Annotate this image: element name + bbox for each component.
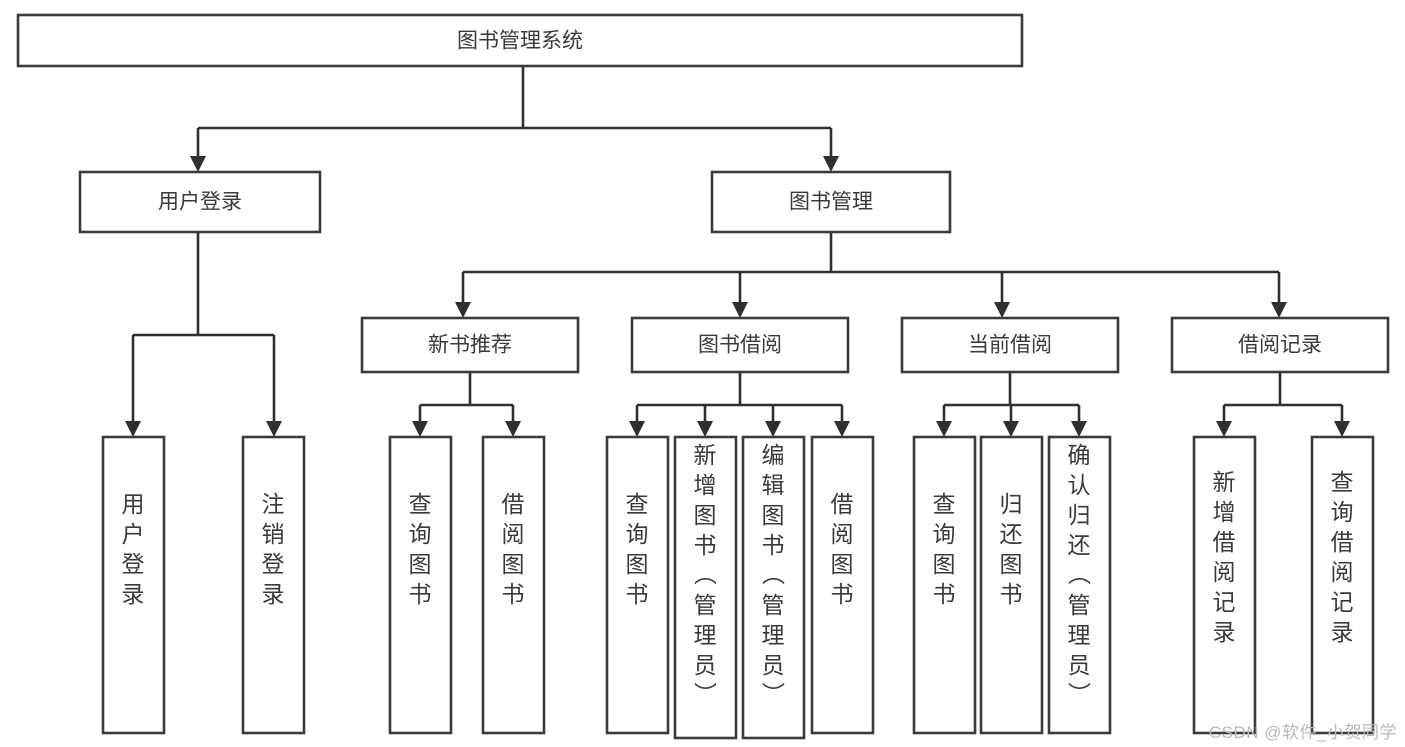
node-book-borrow-label: 图书借阅: [698, 334, 782, 357]
node-leaf-return-book-box[interactable]: [979, 435, 1044, 735]
node-leaf-query-book-3[interactable]: 查询图书: [912, 435, 977, 735]
node-book-borrow[interactable]: 图书借阅: [630, 316, 850, 374]
arrow-book-borrow-leaf-1: [629, 421, 645, 437]
node-leaf-query-borrow-record[interactable]: 查询借阅记录: [1310, 435, 1375, 735]
node-root-label: 图书管理系统: [457, 30, 583, 53]
node-leaf-add-book-admin[interactable]: 新增图书（管理员）: [673, 435, 738, 740]
arrow-user-login-leaf-2: [266, 421, 282, 437]
connector-layer: [125, 66, 1350, 437]
node-leaf-query-book-3-box[interactable]: [912, 435, 977, 735]
node-leaf-user-login-box[interactable]: [101, 435, 166, 735]
watermark: CSDN @软件_小贺同学: [1208, 723, 1397, 742]
arrow-bm-to-current-borrow: [994, 302, 1010, 318]
arrow-new-book-leaf-1: [412, 421, 428, 437]
node-leaf-borrow-book-1-label: 借阅图书: [502, 491, 525, 607]
arrow-book-borrow-leaf-2: [697, 421, 713, 437]
node-leaf-borrow-book-2-label: 借阅图书: [831, 491, 854, 607]
arrow-current-borrow-leaf-2: [1003, 421, 1019, 437]
node-leaf-user-login[interactable]: 用户登录: [101, 435, 166, 735]
node-leaf-logout-login[interactable]: 注销登录: [241, 435, 306, 735]
node-leaf-borrow-book-2[interactable]: 借阅图书: [810, 435, 875, 735]
arrow-borrow-record-leaf-1: [1216, 421, 1232, 437]
node-leaf-query-book-2-box[interactable]: [605, 435, 670, 735]
node-leaf-add-borrow-record-label: 新增借阅记录: [1213, 469, 1236, 645]
node-leaf-query-book-2-label: 查询图书: [626, 491, 649, 607]
node-book-management[interactable]: 图书管理: [710, 170, 952, 234]
node-book-management-label: 图书管理: [789, 191, 873, 214]
node-leaf-edit-book-admin-label: 编辑图书（管理员）: [762, 442, 786, 708]
node-leaf-query-borrow-record-label: 查询借阅记录: [1331, 469, 1354, 645]
node-leaf-add-borrow-record-box[interactable]: [1192, 435, 1257, 735]
node-root[interactable]: 图书管理系统: [16, 13, 1024, 68]
node-leaf-confirm-return-admin-label: 确认归还（管理员）: [1068, 442, 1092, 708]
arrow-book-borrow-leaf-3: [765, 421, 781, 437]
arrow-root-to-user-login: [190, 156, 206, 172]
node-borrow-record-label: 借阅记录: [1238, 334, 1322, 357]
node-leaf-query-borrow-record-box[interactable]: [1310, 435, 1375, 735]
node-leaf-query-book-1-label: 查询图书: [409, 491, 432, 607]
node-user-login-label: 用户登录: [158, 191, 242, 214]
node-borrow-record-box[interactable]: [1170, 316, 1390, 374]
node-leaf-borrow-book-2-box[interactable]: [810, 435, 875, 735]
node-leaf-edit-book-admin-box[interactable]: [741, 435, 806, 740]
node-leaf-return-book-label: 归还图书: [1000, 491, 1023, 607]
arrow-root-to-book-management: [823, 156, 839, 172]
node-leaf-edit-book-admin[interactable]: 编辑图书（管理员）: [741, 435, 806, 740]
arrow-bm-to-borrow-record: [1271, 302, 1287, 318]
node-leaf-query-book-1-box[interactable]: [388, 435, 453, 735]
node-leaf-query-book-2[interactable]: 查询图书: [605, 435, 670, 735]
arrow-current-borrow-leaf-1: [936, 421, 952, 437]
node-new-book-recommend-box[interactable]: [360, 316, 580, 374]
arrow-bm-to-book-borrow: [732, 302, 748, 318]
node-current-borrow[interactable]: 当前借阅: [900, 316, 1120, 374]
node-leaf-return-book[interactable]: 归还图书: [979, 435, 1044, 735]
node-current-borrow-box[interactable]: [900, 316, 1120, 374]
node-leaf-add-book-admin-box[interactable]: [673, 435, 738, 740]
node-borrow-record[interactable]: 借阅记录: [1170, 316, 1390, 374]
node-user-login[interactable]: 用户登录: [78, 170, 322, 234]
node-new-book-recommend[interactable]: 新书推荐: [360, 316, 580, 374]
node-leaf-logout-login-box[interactable]: [241, 435, 306, 735]
node-leaf-query-book-3-label: 查询图书: [933, 491, 956, 607]
node-leaf-borrow-book-1-box[interactable]: [481, 435, 546, 735]
node-user-login-box[interactable]: [78, 170, 322, 234]
node-leaf-borrow-book-1[interactable]: 借阅图书: [481, 435, 546, 735]
node-leaf-query-book-1[interactable]: 查询图书: [388, 435, 453, 735]
arrow-current-borrow-leaf-3: [1071, 421, 1087, 437]
arrow-new-book-leaf-2: [505, 421, 521, 437]
node-leaf-confirm-return-admin[interactable]: 确认归还（管理员）: [1047, 435, 1112, 735]
arrow-book-borrow-leaf-4: [834, 421, 850, 437]
node-book-borrow-box[interactable]: [630, 316, 850, 374]
node-leaf-user-login-label: 用户登录: [122, 491, 145, 607]
node-root-box[interactable]: [16, 13, 1024, 68]
node-leaf-add-borrow-record[interactable]: 新增借阅记录: [1192, 435, 1257, 735]
node-book-management-box[interactable]: [710, 170, 952, 234]
arrow-bm-to-new-book: [455, 302, 471, 318]
node-leaf-confirm-return-admin-box[interactable]: [1047, 435, 1112, 735]
arrow-user-login-leaf-1: [125, 421, 141, 437]
node-current-borrow-label: 当前借阅: [968, 334, 1052, 357]
node-leaf-add-book-admin-label: 新增图书（管理员）: [694, 442, 718, 708]
node-new-book-recommend-label: 新书推荐: [428, 334, 512, 357]
arrow-borrow-record-leaf-2: [1334, 421, 1350, 437]
node-leaf-logout-login-label: 注销登录: [262, 491, 285, 607]
